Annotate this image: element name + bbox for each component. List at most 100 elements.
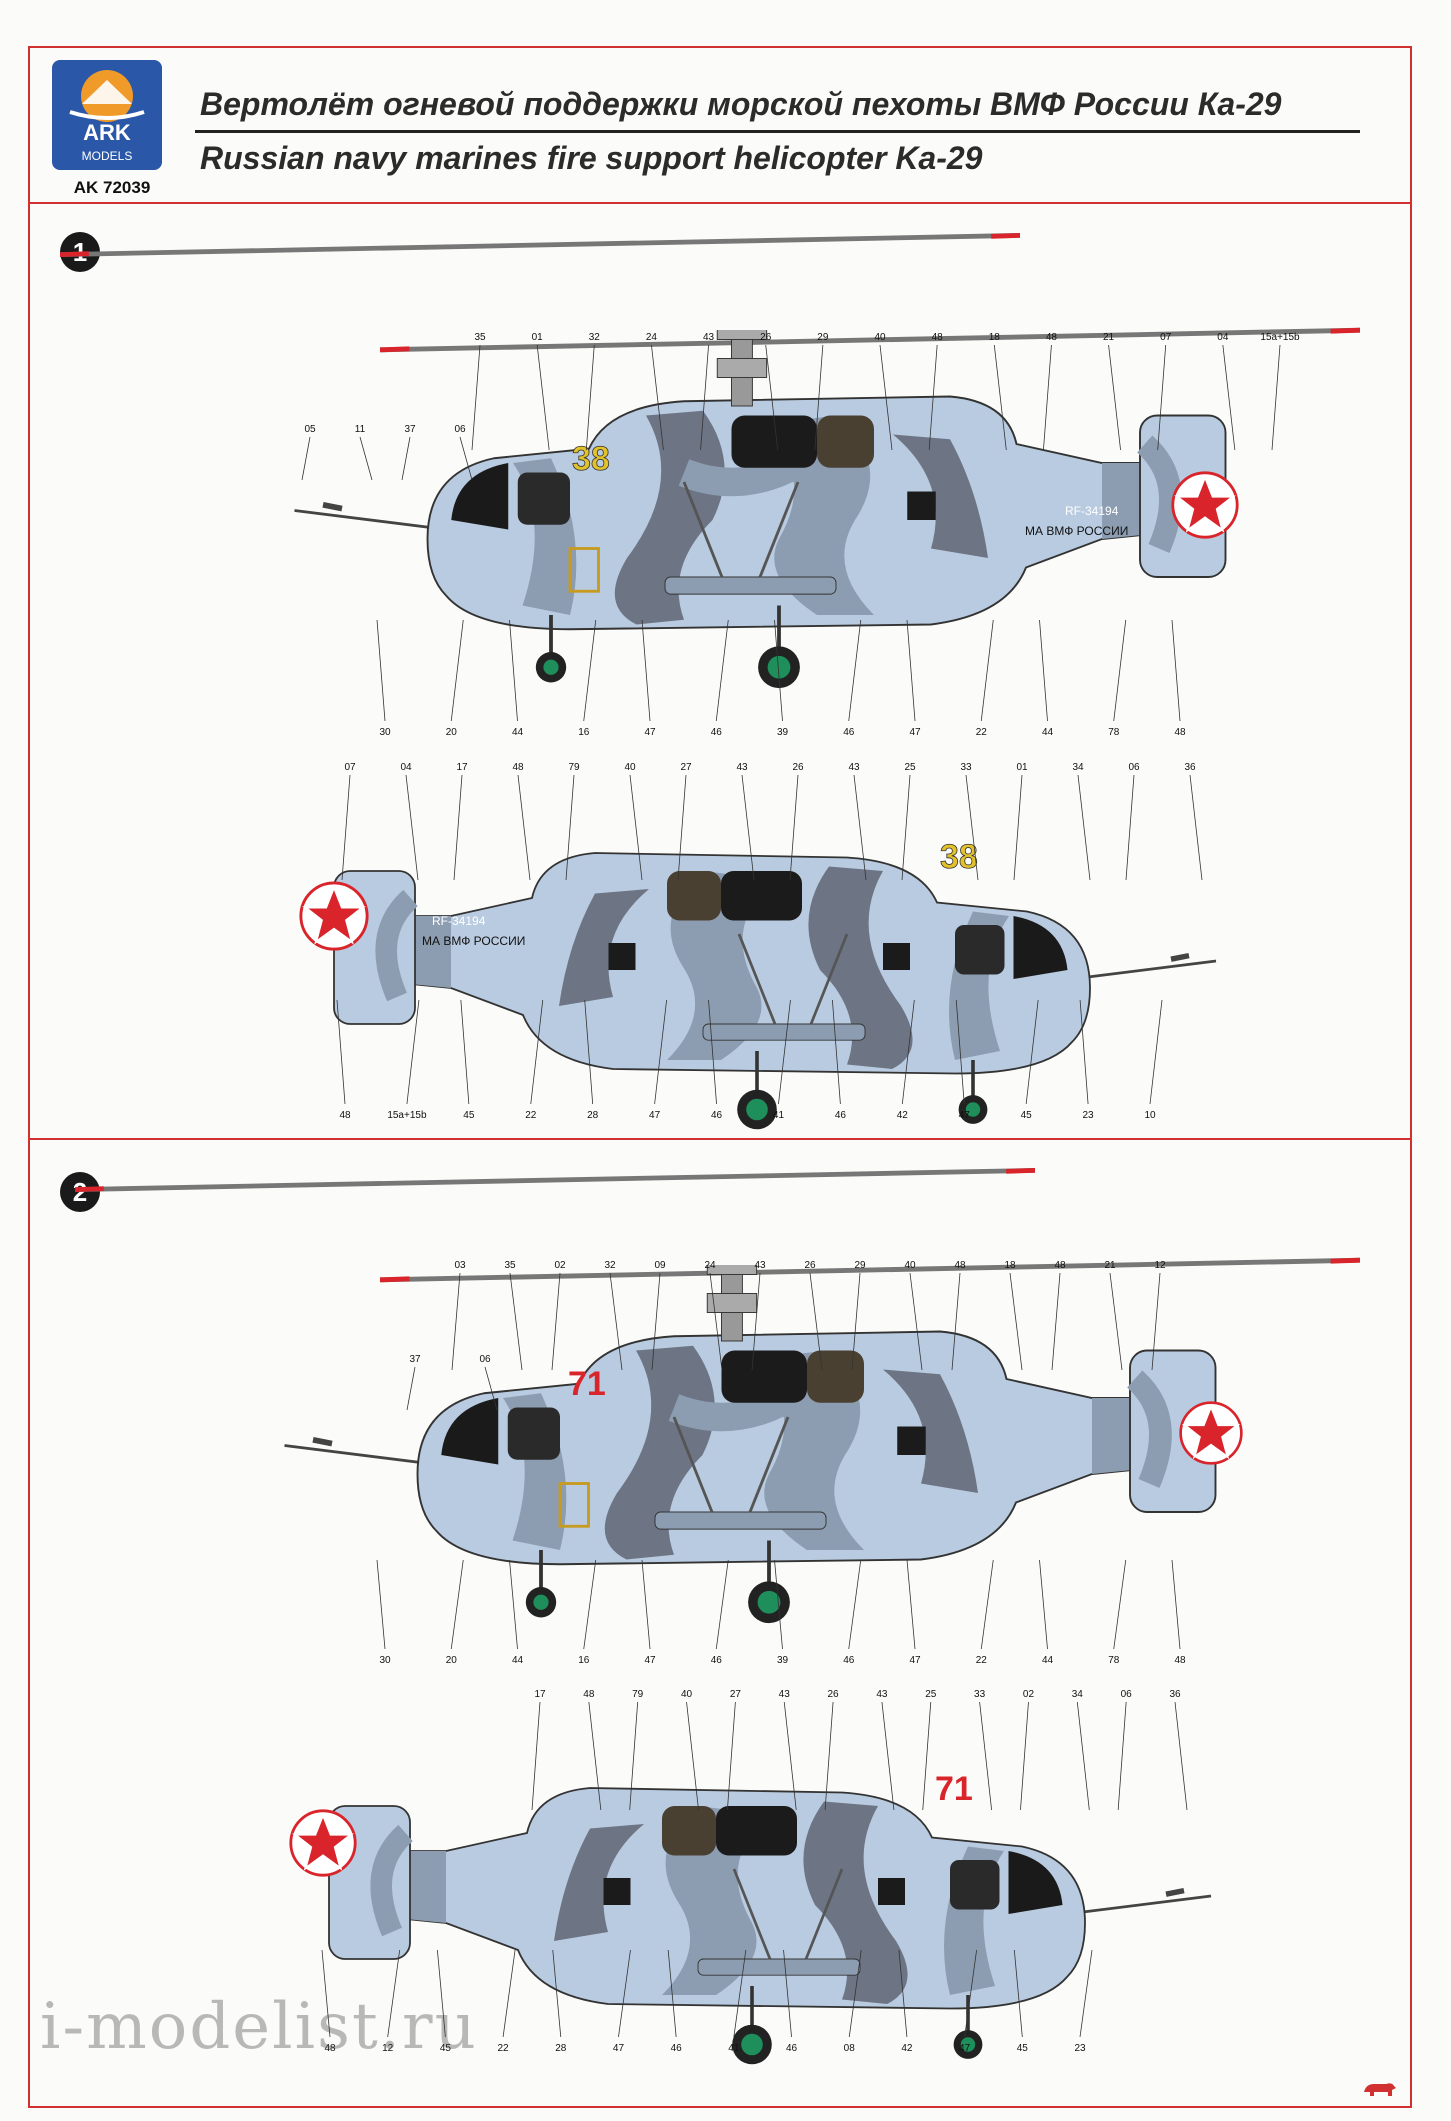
callout-number: 48 [1174, 1655, 1186, 1666]
callout-leader [1039, 619, 1048, 722]
callout-leader [853, 774, 867, 881]
title-underline [195, 130, 1360, 133]
callout-number: 35 [474, 332, 486, 343]
ka29-left-profile [285, 1227, 1216, 1623]
callout-number: 46 [671, 2043, 683, 2054]
callout-number: 36 [1169, 1689, 1181, 1700]
callout-leader [453, 774, 463, 881]
callout-number: 01 [532, 332, 544, 343]
callout-number: 46 [711, 727, 723, 738]
callout-number: 27 [730, 1689, 742, 1700]
callout-leader [848, 619, 862, 722]
callout-leader [629, 1701, 639, 1811]
callout-leader [509, 1559, 518, 1650]
variant-1-right-view: 38 RF-34194 МА ВМФ РОССИИ [299, 838, 1216, 1129]
callout-leader [405, 774, 419, 881]
callout-leader [1109, 1272, 1123, 1371]
callout-number: 21 [1104, 1260, 1116, 1271]
callout-number: 24 [646, 332, 658, 343]
callout-number: 42 [897, 1110, 909, 1121]
callout-leader [1113, 1559, 1127, 1650]
callout-number: 06 [1121, 1689, 1133, 1700]
red-star-insignia [1171, 471, 1239, 539]
callout-leader [536, 344, 550, 451]
watermark: i-modelist.ru [40, 1990, 478, 2064]
callout-leader [951, 1272, 961, 1371]
logo-brand-bottom: MODELS [82, 149, 133, 163]
callout-number: 22 [976, 727, 988, 738]
callout-leader [667, 1949, 677, 2038]
callout-number: 18 [989, 332, 1001, 343]
callout-number: 34 [1072, 1689, 1084, 1700]
callout-leader [530, 999, 544, 1105]
callout-number: 47 [959, 2043, 971, 2054]
callout-number: 17 [456, 762, 468, 773]
callout-leader [1271, 344, 1281, 451]
callout-number: 42 [901, 2043, 913, 2054]
callout-leader [1009, 1272, 1023, 1371]
callout-number: 29 [817, 332, 829, 343]
callout-number: 39 [777, 727, 789, 738]
callout-leader [509, 1272, 523, 1371]
callout-leader [848, 1949, 862, 2038]
callout-number: 15a+15b [1260, 332, 1300, 343]
callout-leader [401, 436, 411, 481]
callout-leader [733, 1949, 747, 2038]
callout-leader [677, 774, 687, 881]
callout-leader [1039, 1559, 1048, 1650]
callout-number: 48 [954, 1260, 966, 1271]
title-russian: Вертолёт огневой поддержки морской пехот… [200, 86, 1282, 122]
callout-leader [609, 1272, 623, 1371]
tail-text: МА ВМФ РОССИИ [422, 934, 525, 948]
callout-leader [881, 1701, 895, 1811]
callout-leader [618, 1949, 631, 2038]
callout-leader [1171, 619, 1181, 722]
ark-models-logo: ARK MODELS [52, 60, 162, 170]
callout-number: 48 [583, 1689, 595, 1700]
callout-leader [531, 1701, 541, 1811]
variant-1-left-view: 38 RF-34194 МА ВМФ РОССИИ [60, 235, 1360, 688]
side-number: 71 [568, 1365, 606, 1403]
callout-leader [980, 619, 994, 722]
callout-leader [1013, 1949, 1023, 2038]
callout-number: 40 [904, 1260, 916, 1271]
callout-number: 32 [589, 332, 601, 343]
callout-leader [955, 999, 965, 1105]
callout-number: 28 [555, 2043, 567, 2054]
callout-number: 04 [1217, 332, 1229, 343]
callout-leader [686, 1701, 699, 1811]
callout-number: 39 [777, 1655, 789, 1666]
callout-number: 10 [1144, 1110, 1156, 1121]
callout-leader [783, 1701, 797, 1811]
callout-number: 47 [613, 2043, 625, 2054]
callout-number: 06 [1128, 762, 1140, 773]
callout-leader [1020, 1701, 1029, 1811]
callout-number: 25 [904, 762, 916, 773]
callout-leader [715, 619, 729, 722]
callout-number: 47 [649, 1110, 661, 1121]
callout-number: 46 [843, 727, 855, 738]
callout-number: 15a+15b [387, 1110, 427, 1121]
callout-number: 43 [848, 762, 860, 773]
callout-leader [809, 1272, 823, 1371]
callout-leader [1108, 344, 1121, 451]
callout-number: 18 [1004, 1260, 1016, 1271]
callout-leader [708, 999, 717, 1105]
callout-number: 46 [711, 1655, 723, 1666]
callout-number: 78 [1108, 1655, 1120, 1666]
callout-number: 40 [681, 1689, 693, 1700]
callout-number: 01 [1016, 762, 1028, 773]
callout-number: 09 [654, 1260, 666, 1271]
side-number: 38 [940, 838, 978, 876]
callout-number: 36 [1184, 762, 1196, 773]
callout-number: 41 [728, 2043, 740, 2054]
callout-leader [726, 1701, 736, 1811]
title-english: Russian navy marines fire support helico… [200, 140, 983, 176]
callout-number: 44 [512, 727, 524, 738]
callout-number: 20 [446, 727, 458, 738]
callout-leader [709, 1272, 723, 1371]
callout-number: 43 [876, 1689, 888, 1700]
callout-leader [406, 999, 420, 1105]
callout-number: 26 [792, 762, 804, 773]
